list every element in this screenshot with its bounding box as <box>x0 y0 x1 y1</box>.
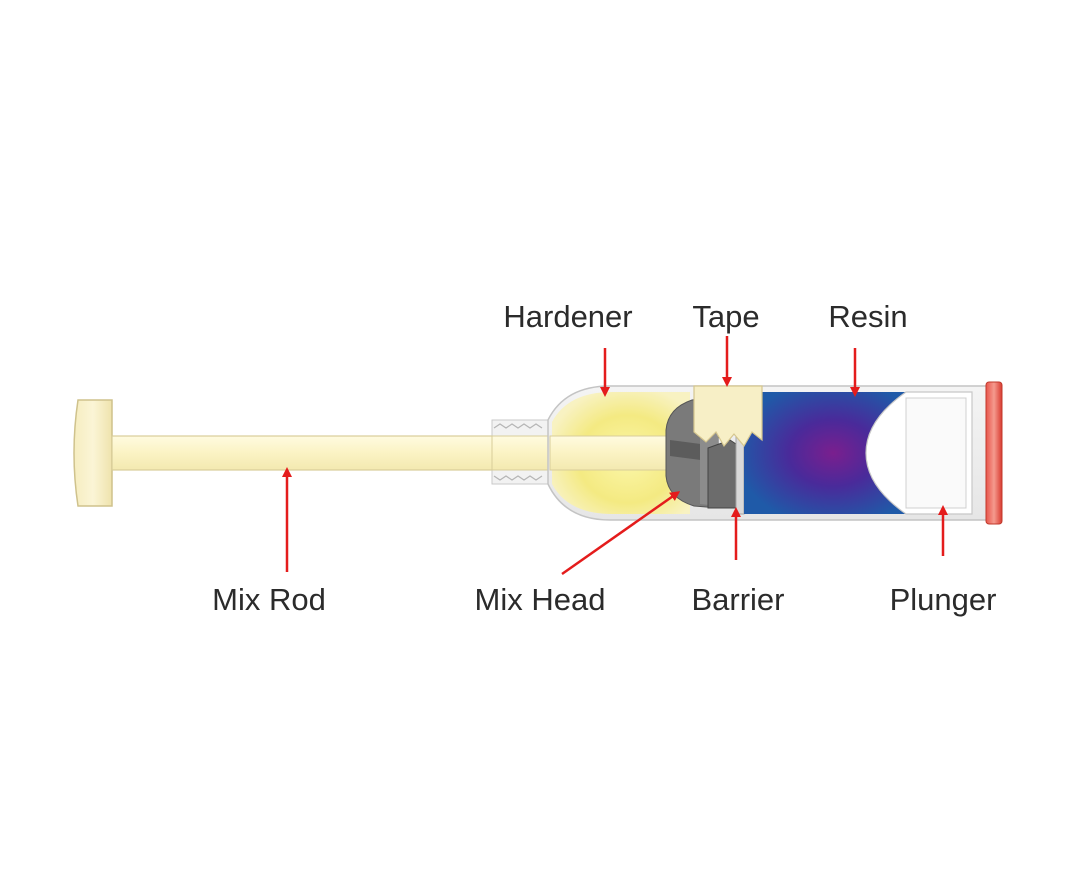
label-mix-head: Mix Head <box>475 582 606 617</box>
plunger-cap <box>985 381 1003 525</box>
label-plunger: Plunger <box>890 582 997 617</box>
label-mix-rod: Mix Rod <box>212 582 326 617</box>
capsule-neck <box>491 419 551 485</box>
plunger <box>865 391 973 515</box>
tape <box>693 385 763 448</box>
mix-rod-handle <box>73 399 113 507</box>
resin-compartment <box>744 392 906 514</box>
label-barrier: Barrier <box>691 582 784 617</box>
label-tape: Tape <box>692 299 759 334</box>
label-resin: Resin <box>828 299 907 334</box>
mix-head-arrow <box>561 491 681 576</box>
annotation-arrows <box>282 336 948 576</box>
label-hardener: Hardener <box>503 299 632 334</box>
